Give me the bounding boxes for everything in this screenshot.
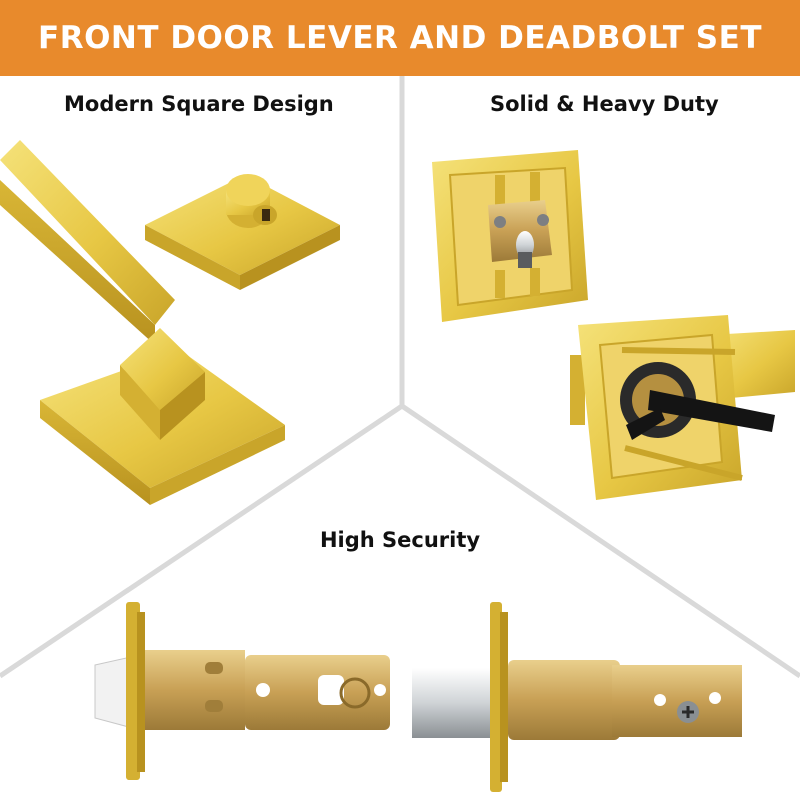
lever-handle-image — [0, 140, 285, 505]
section-label-high-security: High Security — [319, 528, 481, 552]
header-banner: FRONT DOOR LEVER AND DEADBOLT SET — [0, 0, 800, 76]
section-dividers — [0, 76, 800, 679]
latch-right-image — [412, 602, 742, 792]
thumbturn-back-image — [570, 315, 795, 500]
latch-left-image — [94, 602, 390, 780]
banner-title: FRONT DOOR LEVER AND DEADBOLT SET — [38, 20, 762, 56]
section-label-heavy-duty: Solid & Heavy Duty — [490, 92, 719, 116]
deadbolt-rose-image — [145, 174, 340, 290]
section-label-modern-design: Modern Square Design — [64, 92, 334, 116]
rose-back-plate-image — [432, 150, 588, 322]
